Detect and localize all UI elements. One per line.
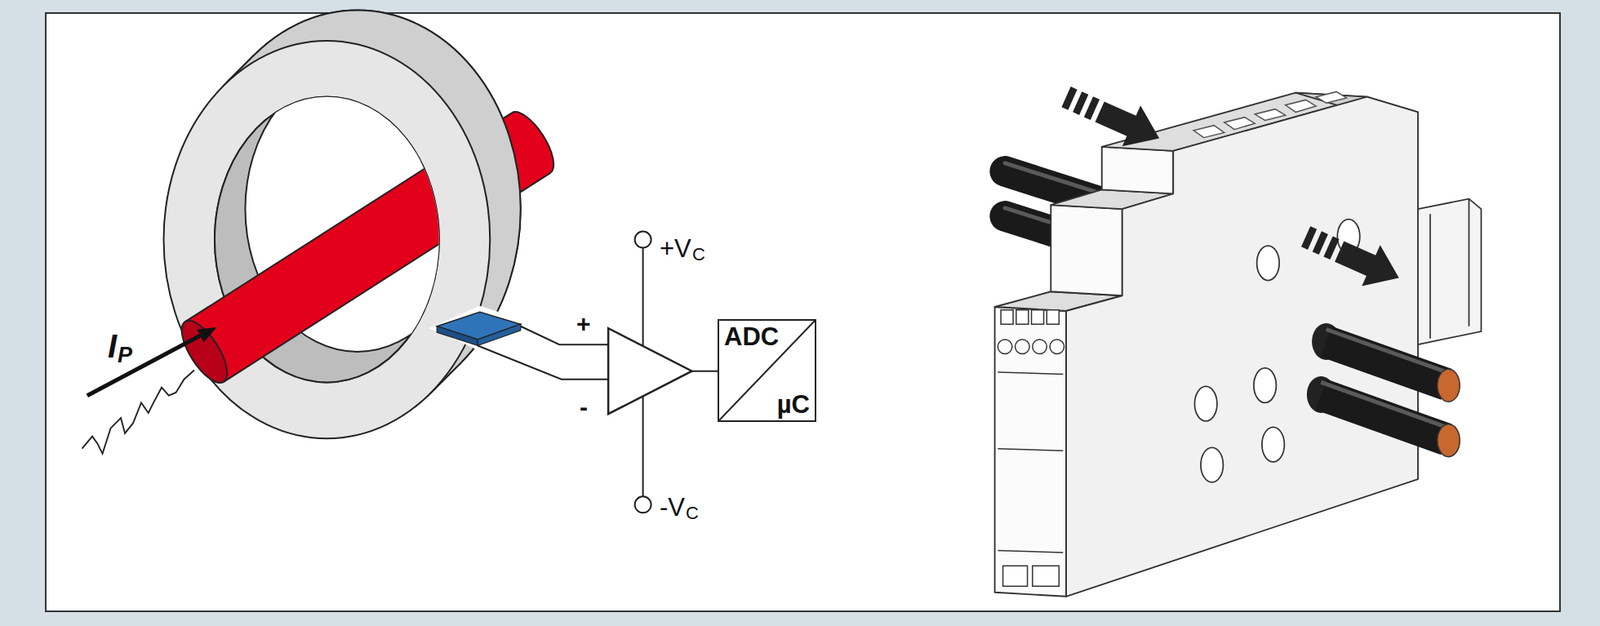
din-rail-clip — [1417, 199, 1481, 346]
feedthrough-hole — [1200, 447, 1223, 482]
input-cable — [1004, 163, 1103, 194]
direction-arrow — [1361, 244, 1409, 298]
toroid-core-front — [164, 9, 521, 439]
terminal-screw — [1032, 565, 1059, 587]
terminal-screw — [1015, 339, 1030, 354]
voltage-subscript: C — [692, 245, 706, 264]
feedthrough-hole — [1253, 368, 1276, 403]
direction-arrow — [1072, 91, 1089, 116]
converter-label: ADC — [724, 324, 779, 350]
terminal-screw — [997, 339, 1012, 354]
terminal-screw — [1046, 310, 1059, 325]
din-rail-clip — [1429, 213, 1432, 338]
supply-terminal — [635, 496, 652, 513]
terminal-screw — [1003, 565, 1028, 587]
direction-arrow — [1084, 96, 1100, 120]
supply-terminal — [635, 231, 652, 249]
direction-arrow — [1296, 216, 1408, 299]
supply-voltage: +V — [659, 235, 692, 262]
hall-sensor — [428, 306, 531, 352]
module-housing — [995, 306, 1067, 597]
terminal-screw — [1016, 310, 1029, 325]
vent-slot — [1193, 125, 1224, 138]
sensor-wire — [692, 370, 719, 373]
sensor-wire — [642, 395, 645, 498]
primary-conductor — [511, 105, 563, 174]
controller-label: µC — [777, 391, 810, 418]
feedthrough-hole — [1194, 386, 1217, 421]
voltage-subscript: C — [685, 504, 699, 523]
supply-voltage: -V — [659, 494, 685, 520]
sensor-wire — [477, 248, 719, 498]
vent-slot — [1224, 117, 1255, 130]
module-housing — [1102, 146, 1174, 194]
direction-arrow — [1323, 235, 1339, 260]
divider-line — [719, 320, 815, 421]
feedthrough-hole — [1262, 426, 1285, 462]
current-arrow — [196, 327, 217, 343]
toroid-core — [164, 9, 521, 439]
vent-slot — [1315, 91, 1347, 103]
hall-sensor — [428, 306, 531, 352]
output-cable — [1437, 368, 1460, 402]
din-rail-clip — [1468, 199, 1471, 327]
hall-sensor — [477, 324, 520, 346]
terminal-screw — [1031, 310, 1045, 325]
terminal-screw — [997, 448, 1063, 451]
current-arrow — [87, 327, 218, 396]
current-waveform — [82, 369, 195, 454]
direction-arrow — [1057, 76, 1169, 160]
input-polarity: + — [576, 311, 592, 337]
terminal-screw — [1049, 339, 1064, 354]
direction-arrow — [1061, 86, 1077, 111]
current-symbol: I — [107, 329, 117, 363]
amplifier-symbol — [608, 328, 692, 414]
direction-arrow — [1312, 231, 1329, 255]
sensor-wire — [477, 345, 609, 379]
output-cable — [1326, 328, 1447, 372]
output-cable — [1306, 323, 1460, 458]
amplifier-symbol — [608, 328, 692, 414]
terminal-screw — [1032, 339, 1047, 354]
output-cable — [1320, 394, 1447, 440]
output-cable — [1437, 424, 1460, 458]
sensor-wire — [642, 248, 645, 347]
input-polarity: - — [579, 395, 588, 420]
current-waveform — [82, 369, 195, 454]
converter-box: ADC µC — [717, 319, 817, 423]
vent-slot — [1285, 99, 1316, 112]
output-cable — [1326, 341, 1447, 384]
hall-sensor — [436, 326, 478, 347]
supply-terminal — [635, 231, 652, 514]
module-housing — [1050, 204, 1122, 296]
output-cable — [1320, 382, 1447, 427]
terminal-screw — [997, 372, 1063, 374]
terminal-screw — [997, 310, 1064, 587]
vent-slot — [1254, 109, 1285, 121]
direction-arrow — [1057, 76, 1409, 299]
sensor-wire — [520, 326, 609, 345]
vent-slot — [1193, 91, 1347, 138]
direction-arrow — [1122, 105, 1169, 159]
current-subscript: P — [117, 344, 133, 367]
feedthrough-hole — [1257, 245, 1280, 280]
din-rail-clip — [1417, 199, 1481, 346]
terminal-screw — [1000, 310, 1014, 325]
direction-arrow — [1301, 226, 1317, 250]
current-arrow — [87, 334, 203, 396]
terminal-screw — [997, 551, 1063, 553]
